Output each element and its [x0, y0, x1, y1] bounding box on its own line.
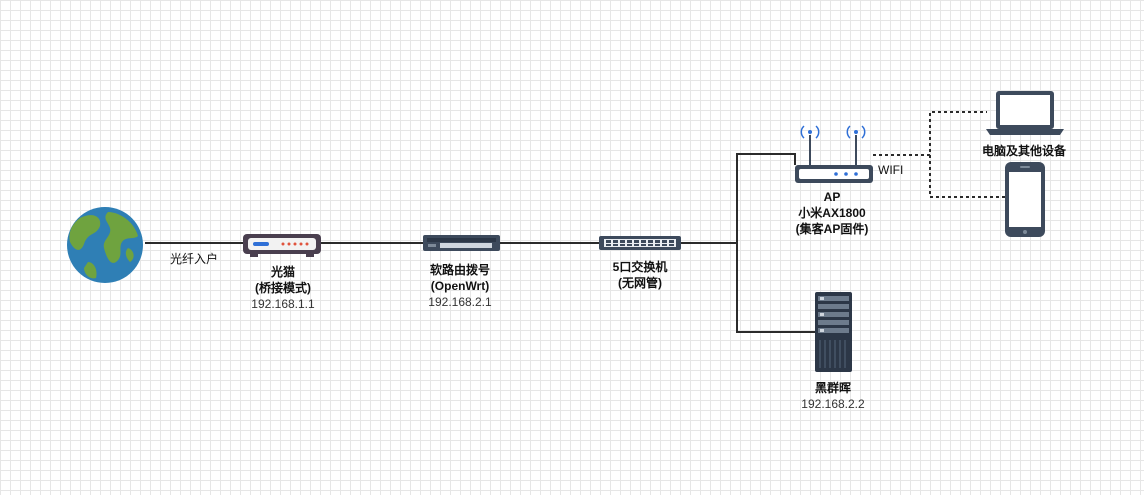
ap-name: AP [823, 190, 841, 204]
ap-label: AP 小米AX1800 (集客AP固件) [796, 189, 869, 237]
modem-name: 光猫 [270, 265, 295, 279]
soft-router-label: 软路由拨号 (OpenWrt) 192.168.2.1 [428, 262, 491, 310]
wifi-link-phone [929, 155, 1005, 198]
soft-router-ip: 192.168.2.1 [428, 295, 492, 309]
modem-ip: 192.168.1.1 [251, 297, 315, 311]
wifi-label: WIFI [878, 163, 904, 177]
ap-firmware: (集客AP固件) [795, 222, 869, 236]
fiber-label: 光纤入户 [170, 252, 219, 266]
devices-label: 电脑及其他设备 [982, 144, 1067, 158]
nas-ip: 192.168.2.2 [801, 397, 865, 411]
switch-icon [599, 236, 681, 250]
switch-name: 5口交换机 [612, 260, 668, 274]
switch-note: (无网管) [618, 276, 662, 290]
switch-label: 5口交换机 (无网管) [613, 259, 668, 291]
soft-router-name: 软路由拨号 [429, 263, 490, 277]
connection-lines [145, 153, 815, 333]
nas-name: 黑群晖 [814, 381, 851, 395]
modem-icon [243, 234, 321, 257]
modem-label: 光猫 (桥接模式) 192.168.1.1 [251, 264, 314, 312]
link-branch-ap [736, 153, 796, 243]
soft-router-firmware: (OpenWrt) [430, 279, 490, 293]
ap-router-icon [795, 125, 873, 183]
modem-mode: (桥接模式) [255, 281, 311, 295]
phone-icon [1005, 162, 1045, 237]
link-branch-nas [736, 243, 815, 333]
internet-globe-icon [67, 207, 143, 283]
wifi-links [873, 111, 1005, 198]
wifi-link-laptop [873, 111, 987, 156]
nas-label: 黑群晖 192.168.2.2 [801, 380, 864, 412]
soft-router-icon [423, 235, 500, 251]
ap-model: 小米AX1800 [798, 206, 866, 220]
laptop-icon [986, 91, 1064, 135]
nas-server-icon [815, 292, 852, 372]
